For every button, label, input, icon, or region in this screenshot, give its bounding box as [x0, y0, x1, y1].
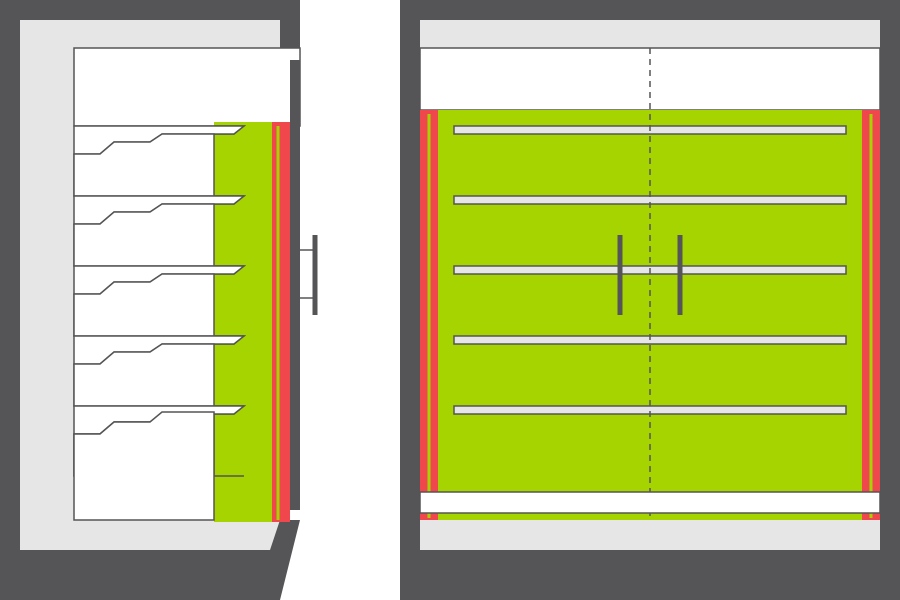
front-view	[400, 0, 900, 600]
side-bottom-deck	[73, 411, 215, 521]
side-glass-door	[290, 60, 300, 510]
front-canopy	[419, 47, 881, 111]
front-top-panel	[420, 20, 880, 48]
side-door-bottom-gap	[290, 510, 300, 520]
side-view	[0, 0, 318, 600]
side-led-strip	[272, 122, 290, 522]
front-led-strip-right	[862, 110, 880, 520]
door-handle-icon	[300, 235, 318, 315]
front-led-strip-left	[420, 110, 438, 520]
front-base-panel	[420, 520, 880, 550]
front-kick-plate	[419, 491, 881, 514]
side-top-canopy	[73, 47, 301, 127]
side-green-light-zone	[214, 122, 272, 522]
